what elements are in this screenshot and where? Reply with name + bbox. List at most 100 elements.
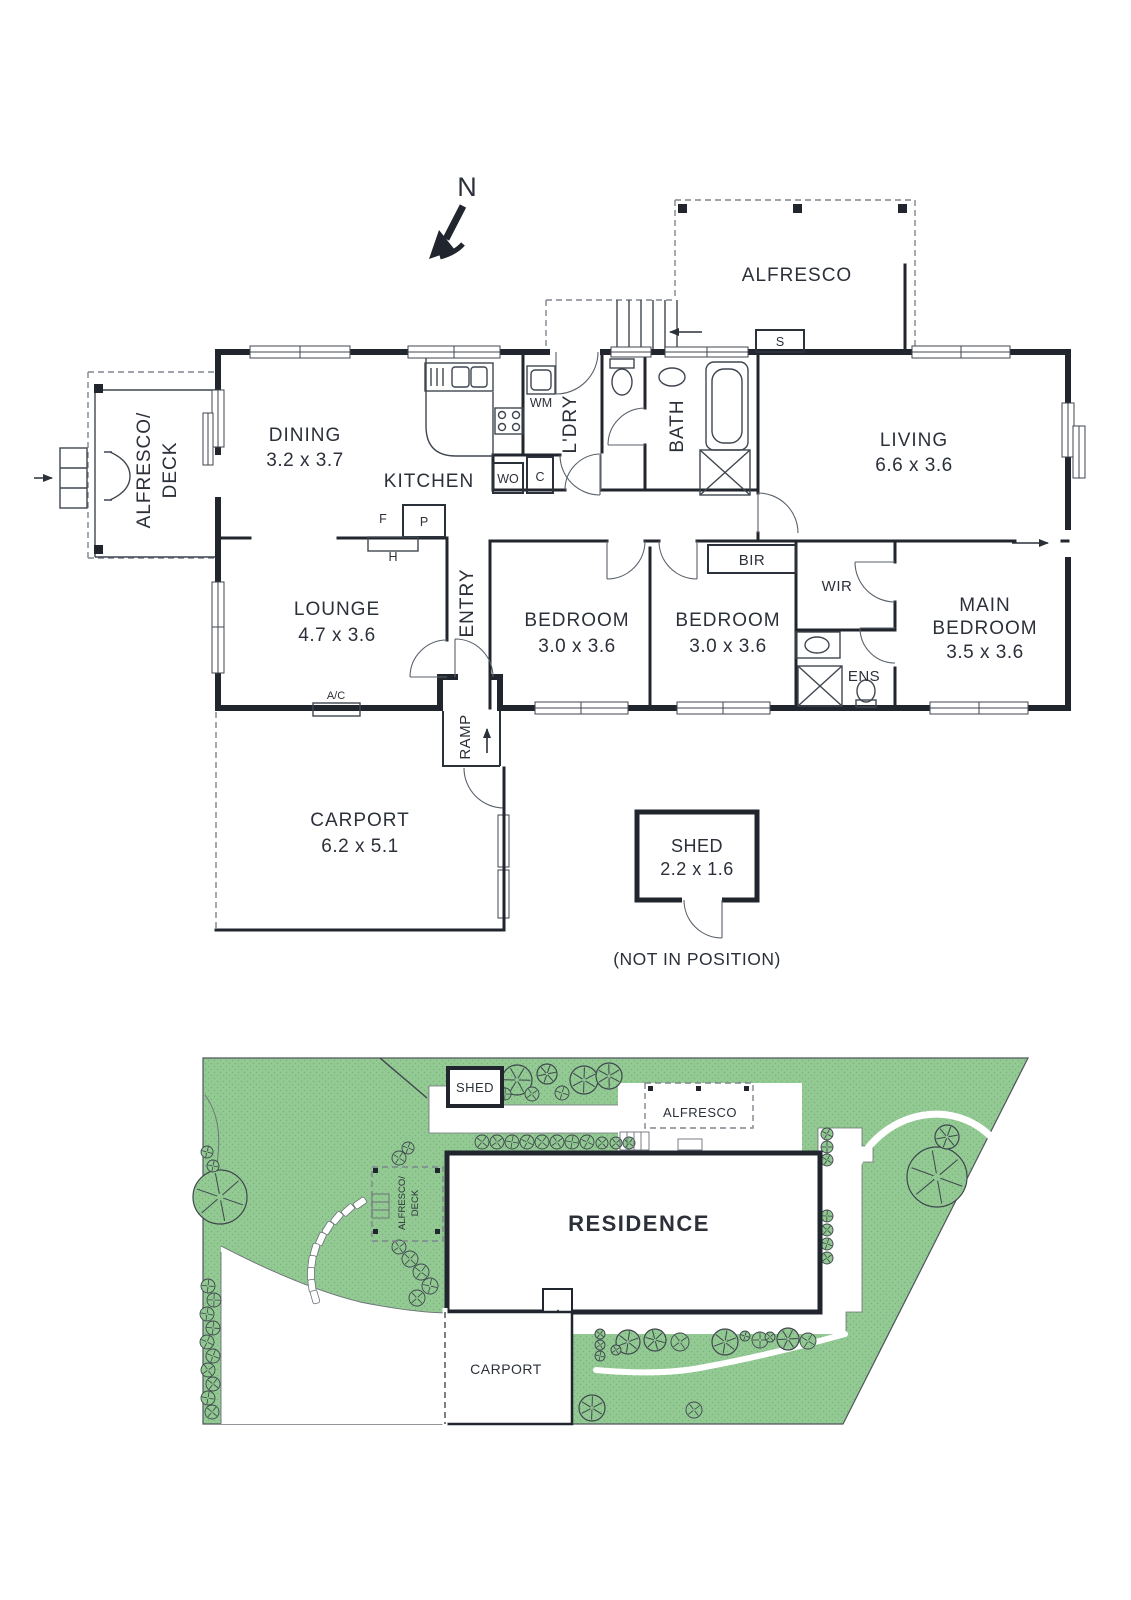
bush-icon	[200, 1362, 216, 1378]
bedroom1-label: BEDROOM	[524, 610, 629, 631]
stepping-stones	[307, 1196, 367, 1305]
bush-icon	[412, 1263, 430, 1281]
main-bedroom-dims: 3.5 x 3.6	[946, 642, 1023, 663]
garden-path	[854, 1110, 1011, 1184]
stepping-stone	[353, 1196, 367, 1210]
deck-label-2: DECK	[160, 442, 181, 499]
bedroom2-dims: 3.0 x 3.6	[689, 636, 766, 657]
main-bedroom-label-1: MAIN	[959, 595, 1011, 616]
bush-icon	[549, 1134, 565, 1150]
shed-label: SHED	[671, 836, 723, 856]
bush-icon	[421, 1277, 439, 1295]
tree-icon	[595, 1062, 623, 1090]
ensuite-fixtures	[795, 631, 877, 708]
fence-line	[379, 1057, 428, 1099]
carport-label: CARPORT	[310, 810, 410, 831]
basin-icon	[658, 367, 686, 387]
bush-icon	[489, 1134, 505, 1150]
floor-plan: N ALFRESCO	[34, 172, 1086, 969]
bedroom2-label: BEDROOM	[675, 610, 780, 631]
tree-icon	[192, 1169, 248, 1225]
north-indicator: N	[429, 172, 477, 260]
c-label: C	[535, 470, 544, 484]
main-bedroom-label-2: BEDROOM	[932, 618, 1037, 639]
h-label: H	[388, 550, 397, 564]
tree-icon	[501, 1064, 533, 1096]
f-label: F	[379, 512, 387, 526]
north-arrow-foot	[439, 242, 465, 260]
window-icon	[534, 701, 629, 715]
bedroom1-dims: 3.0 x 3.6	[538, 636, 615, 657]
sink-icon	[424, 362, 494, 392]
room-labels: DINING 3.2 x 3.7 KITCHEN L'DRY BATH LIVI…	[266, 395, 1037, 685]
p-label: P	[420, 515, 428, 529]
bush-icon	[504, 1134, 520, 1150]
north-label: N	[457, 172, 477, 202]
post-icon	[898, 204, 907, 213]
south-paving	[572, 1312, 845, 1334]
bush-icon	[764, 1331, 776, 1343]
carport-dims: 6.2 x 5.1	[321, 836, 398, 857]
site-deck-steps-icon	[371, 1193, 390, 1219]
post-icon	[793, 204, 802, 213]
bush-icon	[205, 1376, 221, 1392]
bush-icon	[564, 1134, 580, 1150]
bush-icon	[391, 1150, 407, 1166]
tree-icon	[536, 1063, 558, 1085]
kitchen-label: KITCHEN	[384, 471, 474, 492]
site-alfresco: ALFRESCO	[619, 1082, 754, 1151]
laundry-fixtures: WM	[526, 365, 556, 410]
window-icon	[202, 412, 214, 466]
site-deck-label-1: ALFRESCO/	[397, 1176, 408, 1230]
carport-area: CARPORT 6.2 x 5.1	[214, 712, 506, 932]
stepping-stone	[309, 1289, 321, 1305]
tree-icon	[711, 1328, 739, 1356]
post-icon	[94, 384, 103, 393]
window-icon	[211, 389, 225, 448]
bir-label: BIR	[739, 552, 766, 569]
bathtub-icon	[705, 361, 749, 451]
wo-label: WO	[497, 472, 519, 486]
exterior-walls	[215, 345, 1071, 711]
site-stairs-icon	[619, 1131, 703, 1151]
living-dims: 6.6 x 3.6	[875, 455, 952, 476]
built-in-robe	[707, 544, 797, 574]
window-icon	[407, 345, 501, 359]
bush-icon	[739, 1330, 751, 1342]
site-alfresco-label: ALFRESCO	[663, 1105, 737, 1120]
bush-icon	[820, 1223, 834, 1237]
entry-label: ENTRY	[457, 568, 478, 637]
bush-icon	[205, 1348, 221, 1364]
bath-label: BATH	[667, 399, 688, 452]
bush-icon	[474, 1134, 490, 1150]
tree-icon	[670, 1332, 690, 1352]
bush-icon	[820, 1127, 834, 1141]
living-label: LIVING	[880, 430, 948, 451]
window-icon	[249, 345, 351, 359]
shed-dims: 2.2 x 1.6	[660, 859, 734, 879]
back-porch-stairs	[545, 299, 702, 352]
dining-dims: 3.2 x 3.7	[266, 450, 343, 471]
lounge-label: LOUNGE	[294, 599, 380, 620]
site-plan: RESIDENCE CARPORT SHED ALFRESCO	[192, 1057, 1029, 1428]
bush-icon	[206, 1292, 222, 1308]
bush-icon	[200, 1390, 216, 1406]
bush-icon	[820, 1140, 834, 1154]
kitchen-fixtures: WO C F P H	[367, 358, 554, 564]
stepping-stone	[307, 1254, 317, 1270]
bush-icon	[594, 1328, 606, 1340]
bush-icon	[820, 1251, 834, 1265]
laundry-label: L'DRY	[560, 395, 581, 454]
window-icon	[1061, 402, 1075, 458]
bush-icon	[609, 1136, 623, 1150]
window-icon	[610, 346, 652, 358]
bush-icon	[579, 1134, 595, 1150]
alfresco-deck-area: ALFRESCO/ DECK	[34, 371, 215, 559]
ramp-area: RAMP	[442, 711, 501, 767]
window-icon	[211, 581, 225, 674]
trees	[192, 1062, 968, 1422]
window-icon	[664, 346, 749, 358]
cupboard	[526, 456, 554, 494]
